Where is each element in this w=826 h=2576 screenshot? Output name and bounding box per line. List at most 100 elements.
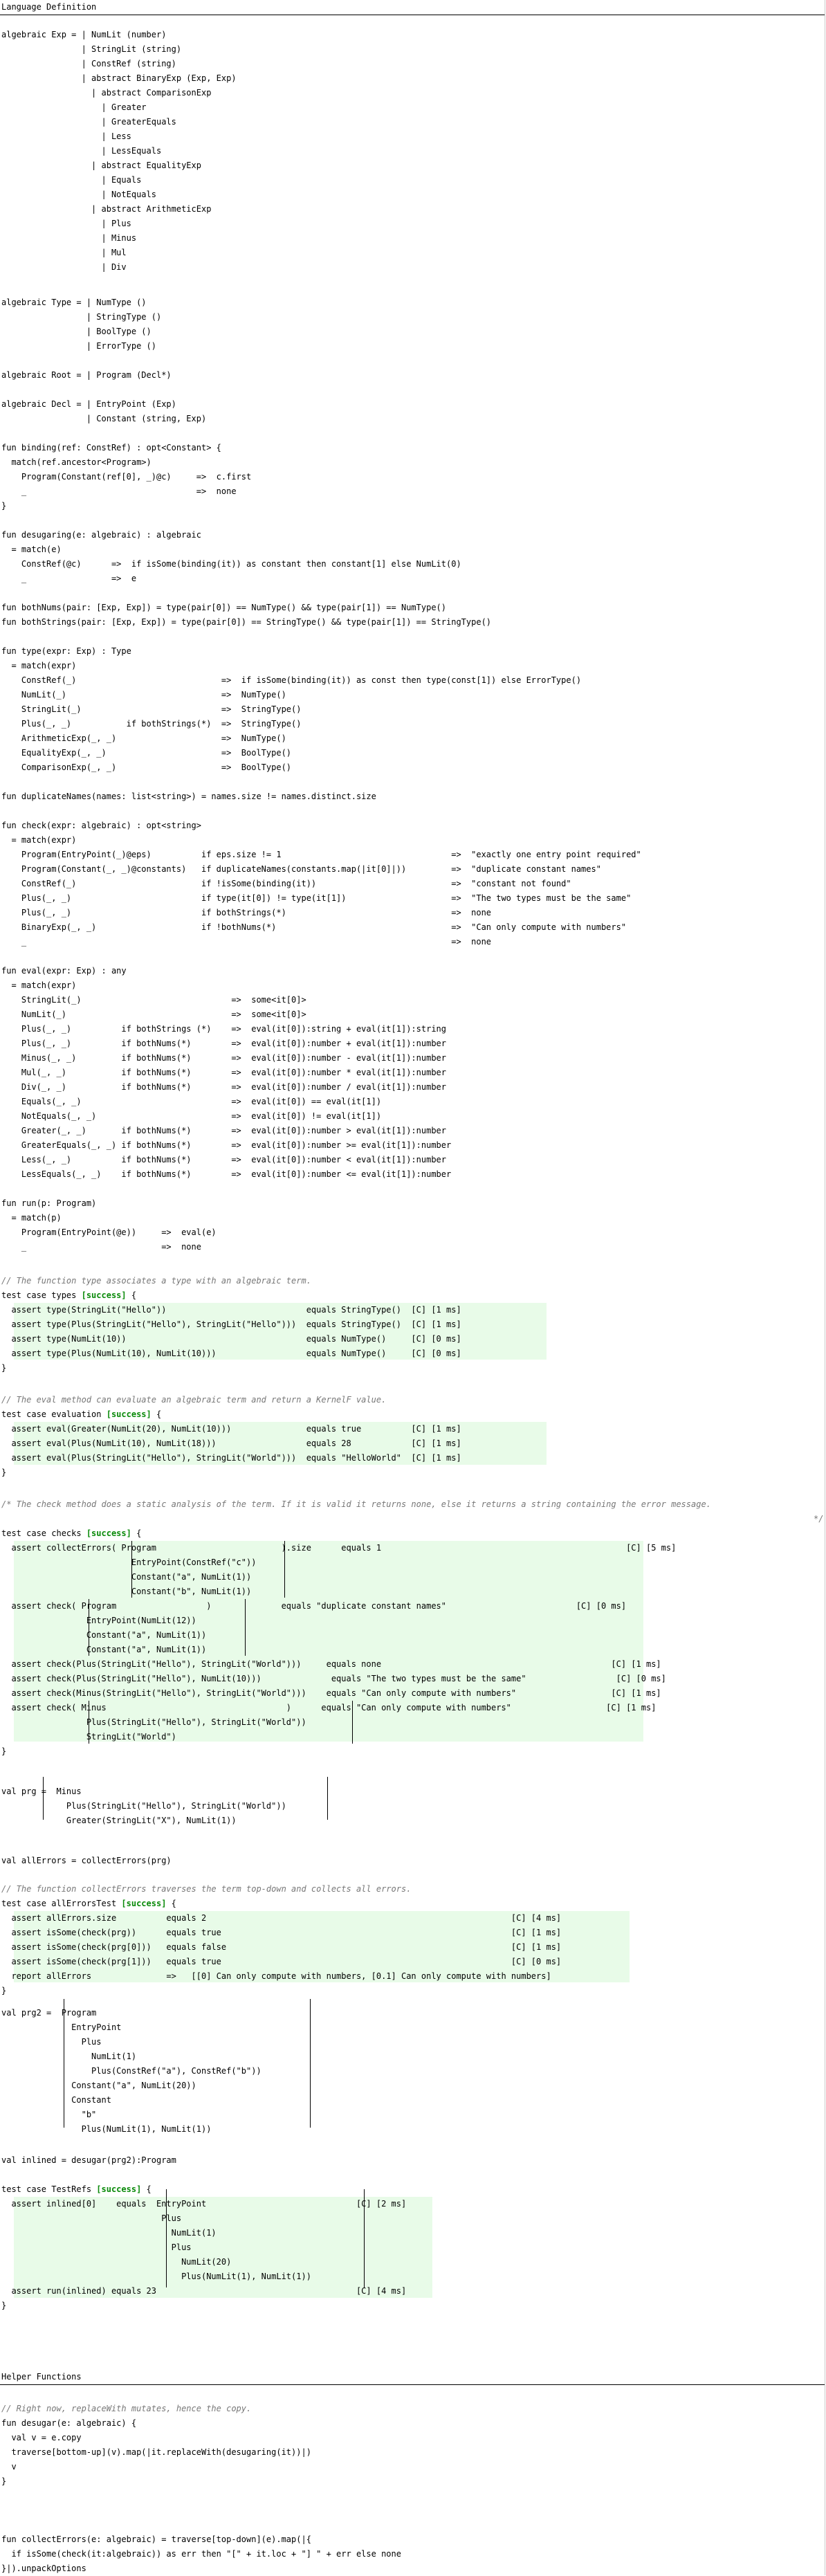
code-fun-eval: fun eval(expr: Exp) : any = match(expr) … <box>1 964 451 1182</box>
code-line: Plus(_, _) if bothStrings (*) => eval(it… <box>1 1024 446 1034</box>
status-badge: [success] <box>86 1528 131 1538</box>
test-case-testrefs[interactable]: test case TestRefs [success] { assert in… <box>1 2182 406 2313</box>
code-line: Program(Constant(ref[0], _)@c) => c.firs… <box>1 472 252 482</box>
code-line: assert isSome(check(prg[1])) equals true… <box>1 1957 562 1966</box>
code-line: Plus(_, _) if bothStrings(*) => StringTy… <box>1 719 302 729</box>
code-line: if isSome(check(it:algebraic)) as err th… <box>1 2549 401 2559</box>
code-line: Minus(_, _) if bothNums(*) => eval(it[0]… <box>1 1053 446 1063</box>
code-line: | abstract BinaryExp (Exp, Exp) <box>1 73 237 83</box>
code-line: | Minus <box>1 233 137 243</box>
code-line: test case checks [success] { <box>1 1528 142 1538</box>
code-line: Plus(ConstRef("a"), ConstRef("b")) <box>1 2066 261 2076</box>
code-line: fun eval(expr: Exp) : any <box>1 966 127 976</box>
code-line: Greater(_, _) if bothNums(*) => eval(it[… <box>1 1126 446 1135</box>
status-badge: [success] <box>106 1409 152 1419</box>
code-line: Constant("a", NumLit(1)) <box>1 1645 207 1654</box>
code-val-allerrors: val allErrors = collectErrors(prg) <box>1 1856 172 1865</box>
test-case-evaluation[interactable]: test case evaluation [success] { assert … <box>1 1407 461 1480</box>
code-line: | Constant (string, Exp) <box>1 414 207 423</box>
code-line: assert inlined[0] equals EntryPoint [C] … <box>1 2199 407 2209</box>
code-line: | Plus <box>1 219 131 228</box>
tree-bracket <box>64 1999 311 2128</box>
code-algebraic-root: algebraic Root = | Program (Decl*) <box>1 370 172 380</box>
code-line: assert check(Plus(StringLit("Hello"), St… <box>1 1659 661 1669</box>
code-line: = match(expr) <box>1 661 77 670</box>
code-line: NumLit(1) <box>1 2228 217 2238</box>
code-line: algebraic Decl = | EntryPoint (Exp) <box>1 399 176 409</box>
status-badge: [success] <box>81 1290 127 1300</box>
code-line: _ => none <box>1 937 492 947</box>
code-line: match(ref.ancestor<Program>) <box>1 457 152 467</box>
tree-bracket <box>89 1599 246 1656</box>
code-line: Mul(_, _) if bothNums(*) => eval(it[0]):… <box>1 1068 446 1077</box>
code-line: = match(expr) <box>1 980 77 990</box>
code-line: } <box>1 1468 7 1477</box>
code-val-prg: val prg = Minus Plus(StringLit("Hello"),… <box>1 1784 286 1828</box>
comment-check: /* The check method does a static analys… <box>1 1499 711 1509</box>
comment-eval: // The eval method can evaluate an algeb… <box>1 1395 387 1405</box>
code-line: LessEquals(_, _) if bothNums(*) => eval(… <box>1 1169 452 1179</box>
code-line: } <box>1 2476 7 2486</box>
code-line: | Mul <box>1 248 127 257</box>
code-line: Plus <box>1 2242 192 2252</box>
code-line: fun bothNums(pair: [Exp, Exp]) = type(pa… <box>1 603 446 612</box>
test-bg-checks <box>14 1541 643 1742</box>
code-line: algebraic Type = | NumType () <box>1 298 147 307</box>
code-line: Constant("b", NumLit(1)) <box>1 1587 252 1596</box>
code-fun-binding: fun binding(ref: ConstRef) : opt<Constan… <box>1 441 251 513</box>
tree-bracket <box>131 1541 285 1598</box>
code-line: v <box>1 2462 17 2472</box>
section-header-language: Language Definition <box>1 2 97 12</box>
code-line: = match(e) <box>1 545 62 554</box>
code-line: assert eval(Plus(StringLit("Hello"), Str… <box>1 1453 461 1463</box>
code-algebraic-decl: algebraic Decl = | EntryPoint (Exp) | Co… <box>1 397 206 426</box>
code-line: fun desugaring(e: algebraic) : algebraic <box>1 530 201 540</box>
code-line: | StringType () <box>1 312 162 322</box>
test-bg-testrefs <box>14 2197 432 2298</box>
code-line: BinaryExp(_, _) if !bothNums(*) => "Can … <box>1 922 627 932</box>
code-line: | Greater <box>1 102 147 112</box>
code-line: | LessEquals <box>1 146 162 156</box>
code-line: EqualityExp(_, _) => BoolType() <box>1 748 292 758</box>
code-line: _ => e <box>1 574 137 583</box>
code-line: Plus <box>1 2037 102 2047</box>
code-line: test case types [success] { <box>1 1290 137 1300</box>
code-line: | BoolType () <box>1 327 152 336</box>
code-line: NumLit(_) => some<it[0]> <box>1 1010 306 1019</box>
test-case-checks[interactable]: test case checks [success] { assert coll… <box>1 1526 676 1759</box>
code-line: NumLit(_) => NumType() <box>1 690 286 700</box>
code-line: Program(Constant(_, _)@constants) if dup… <box>1 864 601 874</box>
code-line: test case TestRefs [success] { <box>1 2184 152 2194</box>
test-case-types[interactable]: test case types [success] { assert type(… <box>1 1288 461 1376</box>
tree-bracket <box>166 2189 365 2287</box>
code-line: | abstract ComparisonExp <box>1 88 212 98</box>
comment-check-end: */ <box>814 1514 824 1524</box>
code-line: Plus(NumLit(1), NumLit(1)) <box>1 2124 212 2134</box>
code-line: assert isSome(check(prg[0])) equals fals… <box>1 1942 562 1952</box>
code-line: GreaterEquals(_, _) if bothNums(*) => ev… <box>1 1140 452 1150</box>
status-badge: [success] <box>121 1899 167 1908</box>
code-fun-collecterrors: fun collectErrors(e: algebraic) = traver… <box>1 2532 401 2576</box>
code-line: NotEquals(_, _) => eval(it[0]) != eval(i… <box>1 1111 382 1121</box>
code-line: assert collectErrors( Program ).size equ… <box>1 1543 677 1553</box>
code-fun-duplicatenames: fun duplicateNames(names: list<string>) … <box>1 792 376 801</box>
code-fun-check: fun check(expr: algebraic) : opt<string>… <box>1 819 641 949</box>
code-line: assert check(Minus(StringLit("Hello"), S… <box>1 1688 661 1698</box>
code-line: assert type(Plus(NumLit(10), NumLit(10))… <box>1 1349 461 1358</box>
code-line: assert run(inlined) equals 23 [C] [4 ms] <box>1 2286 407 2296</box>
code-line: EntryPoint <box>1 2022 122 2032</box>
code-line: ComparisonExp(_, _) => BoolType() <box>1 762 292 772</box>
code-line: } <box>1 501 7 511</box>
code-line: | NotEquals <box>1 190 156 199</box>
code-line: Plus(NumLit(1), NumLit(1)) <box>1 2272 311 2281</box>
code-algebraic-type: algebraic Type = | NumType () | StringTy… <box>1 295 161 354</box>
code-fun-bothnums: fun bothNums(pair: [Exp, Exp]) = type(pa… <box>1 601 491 630</box>
code-line: assert type(StringLit("Hello")) equals S… <box>1 1305 461 1315</box>
test-bg-types <box>14 1303 547 1360</box>
test-case-allerrors[interactable]: test case allErrorsTest [success] { asse… <box>1 1897 561 1998</box>
code-line: | abstract ArithmeticExp <box>1 204 212 214</box>
code-fun-run: fun run(p: Program) = match(p) Program(E… <box>1 1196 217 1254</box>
code-line: test case evaluation [success] { <box>1 1409 162 1419</box>
code-line: ConstRef(_) if !isSome(binding(it)) => "… <box>1 879 571 888</box>
